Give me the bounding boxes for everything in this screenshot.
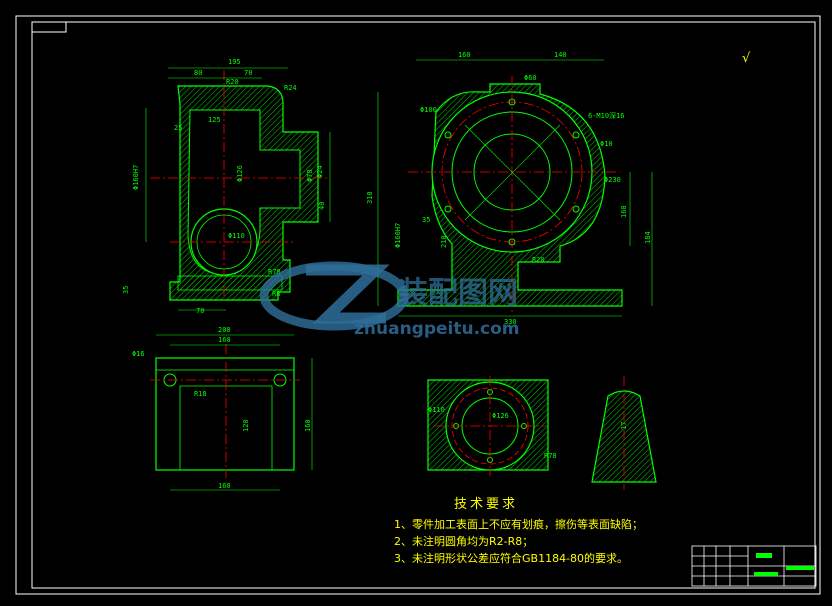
sv-dim-3: Φ100 bbox=[420, 106, 437, 114]
sv-dim-4: 6-M10深16 bbox=[588, 111, 625, 120]
side-view bbox=[377, 59, 653, 317]
sv-dim-10: 210 bbox=[440, 235, 448, 248]
sv-dim-14: 330 bbox=[504, 318, 517, 326]
sv-dim-13: 184 bbox=[644, 231, 652, 244]
fv-dim-12: 35 bbox=[122, 286, 130, 294]
tv-dim-1: 160 bbox=[218, 336, 231, 344]
sec-dim-2: R78 bbox=[544, 452, 557, 460]
tech-requirement-item: 3、未注明形状公差应符合GB1184-80的要求。 bbox=[394, 552, 629, 565]
sv-dim-8: 35 bbox=[422, 216, 430, 224]
fv-dim-4: R24 bbox=[284, 84, 297, 92]
tech-requirement-item: 1、零件加工表面上不应有划痕，擦伤等表面缺陷； bbox=[394, 518, 643, 531]
fv-dim-6: 25 bbox=[174, 124, 182, 132]
fv-dim-10: Φ110 bbox=[228, 232, 245, 240]
sv-dim-11: R20 bbox=[532, 256, 545, 264]
tech-requirements-title: 技术要求 bbox=[454, 497, 519, 512]
rib-section bbox=[591, 376, 657, 490]
fv-dim-9: Φ78 bbox=[306, 169, 314, 182]
sv-dim-2: Φ60 bbox=[524, 74, 537, 82]
watermark-cn-text: 装配图网 bbox=[398, 276, 518, 311]
sv-dim-12: 160 bbox=[620, 205, 628, 218]
corner-label-box bbox=[31, 21, 67, 33]
sv-dim-9: Φ160H7 bbox=[394, 223, 402, 248]
section-view bbox=[427, 376, 549, 476]
fv-dim-11: R78 bbox=[268, 268, 281, 276]
tv-dim-0: 200 bbox=[218, 326, 231, 334]
sec-dim-1: Φ126 bbox=[492, 412, 509, 420]
watermark-logo-icon bbox=[259, 261, 409, 331]
fv-dim-13: 70 bbox=[196, 307, 204, 315]
fv-dim-5: 125 bbox=[208, 116, 221, 124]
tv-dim-2: Φ16 bbox=[132, 350, 145, 358]
sv-dim-7: 310 bbox=[366, 191, 374, 204]
watermark-url: zhuangpeitu.com bbox=[354, 319, 520, 339]
tv-dim-5: 160 bbox=[218, 482, 231, 490]
fv-dim-14: R8 bbox=[272, 290, 280, 298]
sec-dim-0: Φ110 bbox=[428, 406, 445, 414]
fv-dim-1: 80 bbox=[194, 69, 202, 77]
tv-dim-3: R18 bbox=[194, 390, 207, 398]
sv-dim-6: Φ230 bbox=[604, 176, 621, 184]
tv-dim-6: 160 bbox=[304, 419, 312, 432]
sv-dim-5: Φ10 bbox=[600, 140, 613, 148]
fv-dim-7: Φ160H7 bbox=[132, 165, 140, 190]
sv-dim-0: 160 bbox=[458, 51, 471, 59]
roughness-icon: √ bbox=[742, 51, 751, 66]
tech-requirement-item: 2、未注明圆角均为R2-R8； bbox=[394, 535, 534, 548]
rib-dim-0: 17 bbox=[620, 422, 628, 430]
sv-dim-1: 140 bbox=[554, 51, 567, 59]
inner-frame bbox=[31, 21, 816, 589]
title-block bbox=[691, 545, 817, 587]
fv-dim-8: Φ126 bbox=[236, 165, 244, 182]
top-view bbox=[150, 334, 313, 491]
fv-dim-0: 195 bbox=[228, 58, 241, 66]
fv-dim-15: 40 bbox=[318, 202, 326, 210]
fv-dim-3: R20 bbox=[226, 78, 239, 86]
fv-dim-2: 70 bbox=[244, 69, 252, 77]
outer-frame bbox=[15, 15, 821, 595]
front-section-view bbox=[145, 67, 331, 311]
fv-dim-16: Φ24 bbox=[316, 165, 324, 178]
tv-dim-4: 120 bbox=[242, 419, 250, 432]
